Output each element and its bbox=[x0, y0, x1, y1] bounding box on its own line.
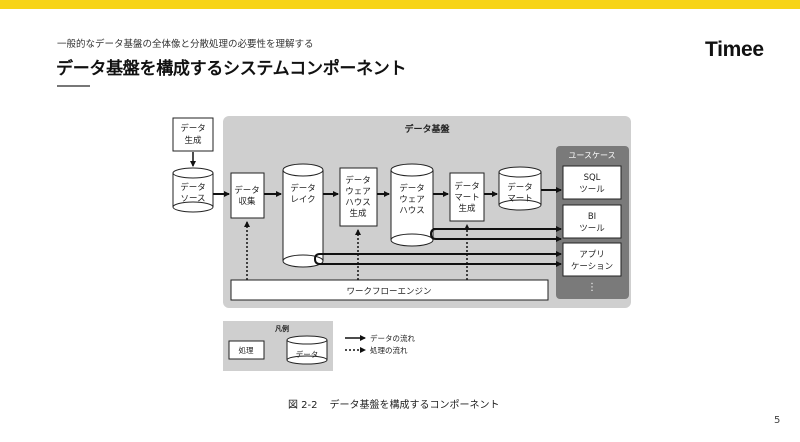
sql-tool-box bbox=[562, 165, 622, 200]
data-collection-box bbox=[230, 172, 265, 219]
dwh-generation-box bbox=[339, 167, 378, 227]
legend-data-flow-label: データの流れ bbox=[370, 333, 415, 343]
figure-caption: 図 2-2 データ基盤を構成するコンポーネント bbox=[288, 396, 500, 411]
sql-tool-label-1: SQL bbox=[584, 173, 601, 183]
workflow-engine-label: ワークフローエンジン bbox=[346, 287, 431, 297]
workflow-engine-box bbox=[230, 279, 549, 301]
title-underline bbox=[57, 85, 90, 87]
data-mart-label-2: マート bbox=[507, 194, 533, 204]
figure-number: 図 2-2 bbox=[288, 400, 318, 411]
dwh-generation-label-3: ハウス bbox=[345, 198, 371, 208]
data-platform-title: データ基盤 bbox=[404, 123, 450, 135]
data-generation-box bbox=[172, 117, 214, 152]
data-mart-cylinder bbox=[498, 166, 542, 211]
data-source-label-1: データ bbox=[180, 182, 206, 193]
data-lake-cylinder bbox=[282, 163, 324, 268]
data-lake-label-2: レイク bbox=[290, 195, 315, 205]
bi-tool-box bbox=[562, 204, 622, 239]
data-lake-label-1: データ bbox=[290, 183, 316, 194]
dwh-generation-label-1: データ bbox=[345, 175, 371, 186]
legend-title: 凡例 bbox=[275, 324, 289, 333]
use-case-more-ellipsis: ⋮ bbox=[587, 282, 597, 293]
page-number: 5 bbox=[774, 415, 781, 426]
timee-logo: Timee bbox=[705, 38, 764, 61]
data-generation-label-1: データ bbox=[180, 123, 206, 134]
use-case-title: ユースケース bbox=[568, 151, 615, 160]
slide-title: データ基盤を構成するシステムコンポーネント bbox=[56, 59, 407, 79]
legend-process-label: 処理 bbox=[239, 345, 254, 355]
application-label-2: ケーション bbox=[571, 262, 613, 272]
data-mart-label-1: データ bbox=[507, 182, 533, 193]
application-box bbox=[562, 242, 622, 277]
legend-data-cylinder bbox=[286, 335, 328, 365]
data-collection-label-2: 収集 bbox=[238, 196, 256, 207]
bi-tool-label-2: ツール bbox=[579, 224, 605, 234]
dwh-generation-label-2: ウェア bbox=[345, 187, 371, 197]
dwh-cylinder bbox=[390, 163, 434, 247]
mart-generation-label-3: 生成 bbox=[458, 203, 476, 214]
legend-process-flow-label: 処理の流れ bbox=[370, 345, 408, 355]
data-source-label-2: ソース bbox=[180, 194, 205, 204]
mart-generation-label-1: データ bbox=[454, 181, 480, 192]
arrow-lake-to-application bbox=[313, 253, 562, 267]
data-source-cylinder bbox=[172, 167, 214, 213]
bi-tool-label-1: BI bbox=[588, 212, 596, 222]
dwh-label-3: ハウス bbox=[399, 206, 425, 216]
legend-process-box bbox=[228, 340, 265, 360]
top-accent-bar bbox=[0, 0, 800, 9]
slide-subtitle: 一般的なデータ基盤の全体像と分散処理の必要性を理解する bbox=[57, 39, 314, 50]
sql-tool-label-2: ツール bbox=[579, 185, 605, 195]
mart-generation-label-2: マート bbox=[454, 193, 480, 203]
dwh-generation-label-4: 生成 bbox=[349, 208, 367, 219]
data-generation-label-2: 生成 bbox=[184, 135, 202, 146]
legend-data-label: データ bbox=[296, 349, 319, 359]
application-label-1: アプリ bbox=[579, 250, 605, 260]
dwh-label-2: ウェア bbox=[399, 195, 425, 205]
figure-caption-text: データ基盤を構成するコンポーネント bbox=[329, 400, 500, 411]
dwh-label-1: データ bbox=[399, 183, 425, 194]
data-collection-label-1: データ bbox=[234, 185, 260, 196]
mart-generation-box bbox=[449, 172, 485, 222]
